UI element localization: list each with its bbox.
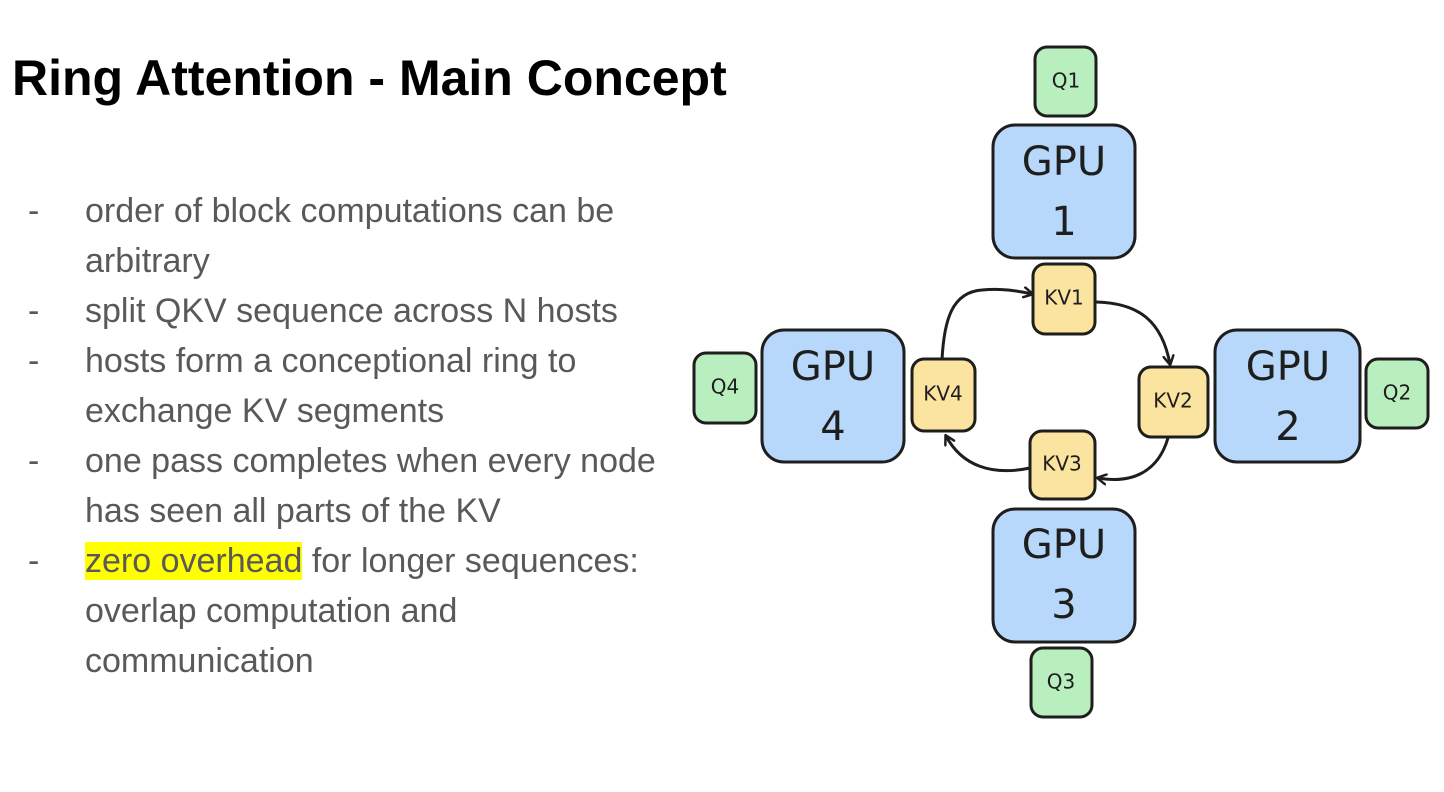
highlighted-text: zero overhead [85,542,303,580]
bullet-marker: - [28,442,40,480]
bullet-item: - split QKV sequence across N hosts [28,286,678,336]
bullet-item: - hosts form a conceptional ring to exch… [28,336,678,436]
bullet-marker: - [28,192,40,230]
gpu-1-node: GPU 1 [991,123,1137,260]
gpu-1-number: 1 [1051,199,1076,245]
kv-2-label: KV2 [1153,389,1193,413]
gpu-4-node: GPU 4 [760,328,906,464]
query-2-label: Q2 [1383,381,1411,405]
query-1-box [1033,45,1098,118]
gpu-3-node: GPU 3 [991,507,1137,644]
kv-3-label: KV3 [1042,452,1082,476]
bullet-text: hosts form a conceptional ring to exchan… [85,342,577,430]
gpu-3-number: 3 [1051,582,1076,628]
gpu-2-number: 2 [1275,404,1300,450]
bullet-text: one pass completes when every node has s… [85,442,656,530]
slide-title: Ring Attention - Main Concept [12,50,727,106]
kv-3-box [1028,429,1097,501]
kv-2-node: KV2 [1137,365,1210,439]
gpu-1-box [991,123,1137,260]
gpu-3-box [991,507,1137,644]
gpu-2-box [1213,328,1362,464]
query-4-node: Q4 [692,351,758,425]
kv-1-node: KV1 [1031,262,1097,336]
bullet-item: - zero overhead for longer sequences: ov… [28,536,678,686]
kv-2-box [1137,365,1210,439]
bullet-marker: - [28,342,40,380]
gpu-4-box [760,328,906,464]
bullet-text: for longer sequences: overlap computatio… [85,542,639,680]
arrow-kv4-to-kv1 [940,289,1032,362]
gpu-3-label: GPU [1022,522,1106,568]
bullet-marker: - [28,292,40,330]
bullet-list: - order of block computations can be arb… [28,186,678,686]
kv-3-node: KV3 [1028,429,1097,501]
query-4-label: Q4 [711,375,739,399]
kv-4-box [910,357,977,433]
bullet-text: split QKV sequence across N hosts [85,292,618,330]
kv-4-node: KV4 [910,357,977,433]
query-4-box [692,351,758,425]
arrow-kv1-to-kv2 [1094,300,1170,364]
query-3-box [1029,646,1094,719]
gpu-2-node: GPU 2 [1213,328,1362,464]
kv-4-label: KV4 [923,382,963,406]
query-2-box [1364,357,1430,430]
bullet-text: order of block computations can be arbit… [85,192,615,280]
gpu-2-label: GPU [1246,344,1330,390]
bullet-item: - order of block computations can be arb… [28,186,678,286]
gpu-4-label: GPU [791,344,875,390]
gpu-1-label: GPU [1022,139,1106,185]
bullet-marker: - [28,542,40,580]
bullet-item: - one pass completes when every node has… [28,436,678,536]
query-1-node: Q1 [1033,45,1098,118]
kv-1-label: KV1 [1044,286,1084,310]
kv-1-box [1031,262,1097,336]
arrow-kv2-to-kv3 [1098,436,1170,479]
query-2-node: Q2 [1364,357,1430,430]
query-3-node: Q3 [1029,646,1094,719]
query-1-label: Q1 [1052,69,1080,93]
query-3-label: Q3 [1047,670,1075,694]
arrow-kv3-to-kv4 [946,436,1032,473]
gpu-4-number: 4 [820,404,845,450]
